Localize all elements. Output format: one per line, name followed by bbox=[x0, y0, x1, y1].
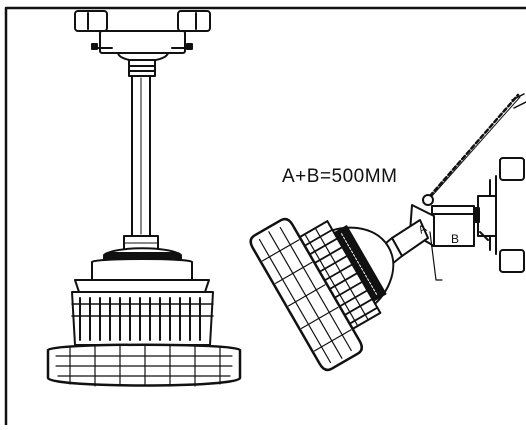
safety-chain bbox=[422, 93, 526, 206]
ceiling-bracket bbox=[74, 10, 211, 77]
lamp-head-pendant bbox=[46, 247, 242, 387]
wall-mount-view: A B bbox=[249, 93, 526, 372]
dimension-label-b: B bbox=[451, 232, 459, 246]
wall-bracket bbox=[472, 157, 525, 273]
lamp-head-angled bbox=[249, 217, 395, 372]
frame-border bbox=[4, 6, 526, 427]
dimension-formula: A+B=500MM bbox=[282, 166, 398, 187]
pendant-pipe bbox=[123, 75, 159, 251]
pendant-mount-view bbox=[46, 10, 242, 387]
